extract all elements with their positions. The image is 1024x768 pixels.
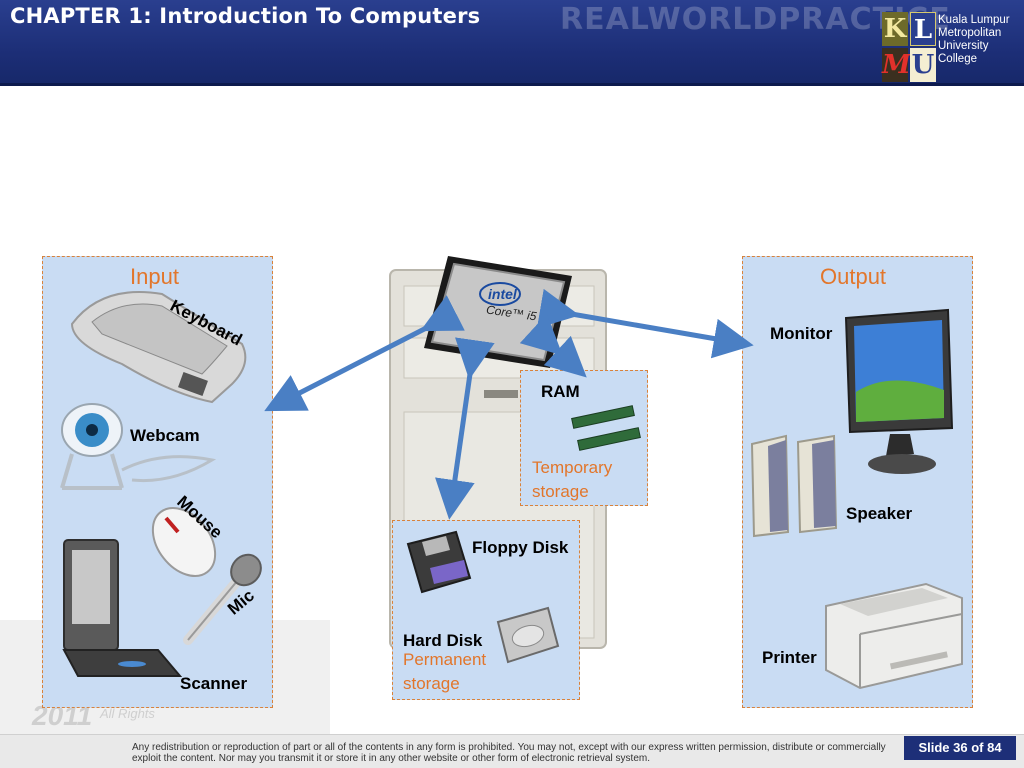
footer-bar: Any redistribution or reproduction of pa… xyxy=(0,734,1024,768)
hard-disk-label: Hard Disk xyxy=(403,631,483,650)
monitor-icon xyxy=(844,308,954,474)
logo-line: University xyxy=(938,40,989,52)
university-logo: K L M U Kuala Lumpur Metropolitan Univer… xyxy=(876,4,1024,82)
speaker-icon xyxy=(750,434,838,538)
watermark-text: All Rights xyxy=(100,706,155,721)
arrow-cpu-storage xyxy=(435,337,495,520)
keyboard-icon xyxy=(70,291,247,404)
logo-letter-k: K xyxy=(882,12,908,46)
storage-note-line-1: Permanent xyxy=(403,650,487,669)
ram-note-line-2: storage xyxy=(532,482,589,501)
floppy-disk-icon xyxy=(406,530,472,594)
webcam-label: Webcam xyxy=(130,426,200,445)
mouse-icon xyxy=(151,507,217,577)
chapter-title: CHAPTER 1: Introduction To Computers xyxy=(10,4,481,28)
webcam-icon xyxy=(60,403,217,490)
speaker-label: Speaker xyxy=(846,504,913,523)
input-heading: Input xyxy=(130,264,179,289)
logo-line: Kuala Lumpur xyxy=(938,14,1010,26)
ram-label: RAM xyxy=(541,382,580,401)
arrow-cpu-input xyxy=(264,295,465,412)
storage-note-line-2: storage xyxy=(403,674,460,693)
arrow-cpu-ram xyxy=(519,313,587,378)
ram-module-icon xyxy=(571,405,641,451)
cpu-brand: intel xyxy=(488,286,517,302)
logo-letter-m: M xyxy=(882,48,911,82)
header-bar: CHAPTER 1: Introduction To Computers REA… xyxy=(0,0,1024,86)
monitor-label: Monitor xyxy=(770,324,833,343)
ram-note-line-1: Temporary xyxy=(532,458,613,477)
logo-line: College xyxy=(938,53,977,65)
scanner-label: Scanner xyxy=(180,674,248,693)
logo-letter-l: L xyxy=(910,12,936,46)
slide-counter: Slide 36 of 84 xyxy=(904,736,1016,760)
floppy-disk-label: Floppy Disk xyxy=(472,538,569,557)
copyright-notice: Any redistribution or reproduction of pa… xyxy=(132,742,886,764)
printer-label: Printer xyxy=(762,648,817,667)
logo-line: Metropolitan xyxy=(938,27,1002,39)
logo-letter-u: U xyxy=(910,48,936,82)
mic-icon xyxy=(183,553,262,645)
printer-icon xyxy=(825,582,963,690)
logo-text: Kuala Lumpur Metropolitan University Col… xyxy=(938,14,1010,66)
scanner-icon xyxy=(62,539,183,677)
output-heading: Output xyxy=(820,264,887,289)
hard-disk-icon xyxy=(496,606,560,664)
arrow-cpu-output xyxy=(536,288,754,359)
